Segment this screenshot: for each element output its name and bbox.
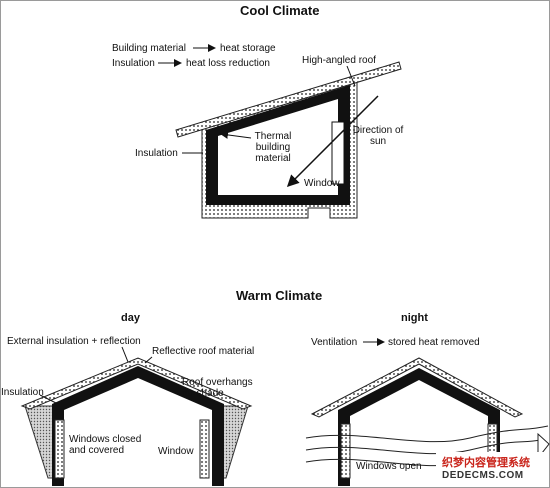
cool-house (175, 61, 402, 219)
windows-open-label: Windows open (356, 461, 422, 472)
roof-leader-line (346, 65, 356, 87)
stored-heat-label: stored heat removed (388, 337, 480, 348)
night-left-window (340, 423, 351, 479)
insulation-text-label: Insulation (112, 58, 155, 69)
external-leader-line (121, 346, 129, 363)
watermark: 织梦内容管理系统 DEDECMS.COM (436, 452, 548, 486)
warm-climate-title: Warm Climate (236, 288, 323, 303)
high-angled-roof-label: High-angled roof (302, 55, 376, 66)
heat-loss-label: heat loss reduction (186, 58, 270, 69)
heat-storage-label: heat storage (220, 43, 276, 54)
day-insulation-label: Insulation (1, 387, 44, 398)
cool-window-label: Window (304, 178, 340, 189)
building-material-label: Building material (112, 43, 186, 54)
cool-climate-title: Cool Climate (240, 3, 320, 18)
watermark-url: DEDECMS.COM (442, 470, 524, 481)
day-house-interior (64, 378, 212, 486)
reflective-leader-line (144, 356, 153, 364)
night-heading: night (401, 312, 428, 324)
cool-house-interior (218, 99, 338, 195)
night-roof-reflective (310, 357, 524, 418)
overhangs-label: Roof overhangs for shade (182, 377, 253, 399)
airflow-line-1 (305, 425, 549, 443)
external-insulation-label: External insulation + reflection (7, 336, 141, 347)
day-window-label: Window (158, 446, 194, 457)
ventilation-label: Ventilation (311, 337, 358, 348)
cool-insulation-label: Insulation (135, 148, 178, 159)
day-heading: day (121, 312, 140, 324)
day-left-window (54, 419, 65, 479)
windows-closed-label: Windows closed and covered (69, 434, 142, 456)
day-insulation-leader-line (39, 394, 59, 405)
reflective-roof-label: Reflective roof material (152, 346, 255, 357)
direction-of-sun-label: Direction of sun (352, 125, 404, 147)
thermal-leader-line (220, 130, 252, 139)
thermal-material-label: Thermal building material (254, 131, 292, 164)
day-roof-reflective (20, 357, 253, 410)
day-house (20, 346, 253, 486)
watermark-text: 织梦内容管理系统 (442, 457, 530, 469)
day-right-window (199, 419, 210, 479)
cool-house-window (331, 121, 345, 185)
sun-direction-arrow (286, 95, 379, 188)
cool-house-roof (175, 61, 402, 138)
